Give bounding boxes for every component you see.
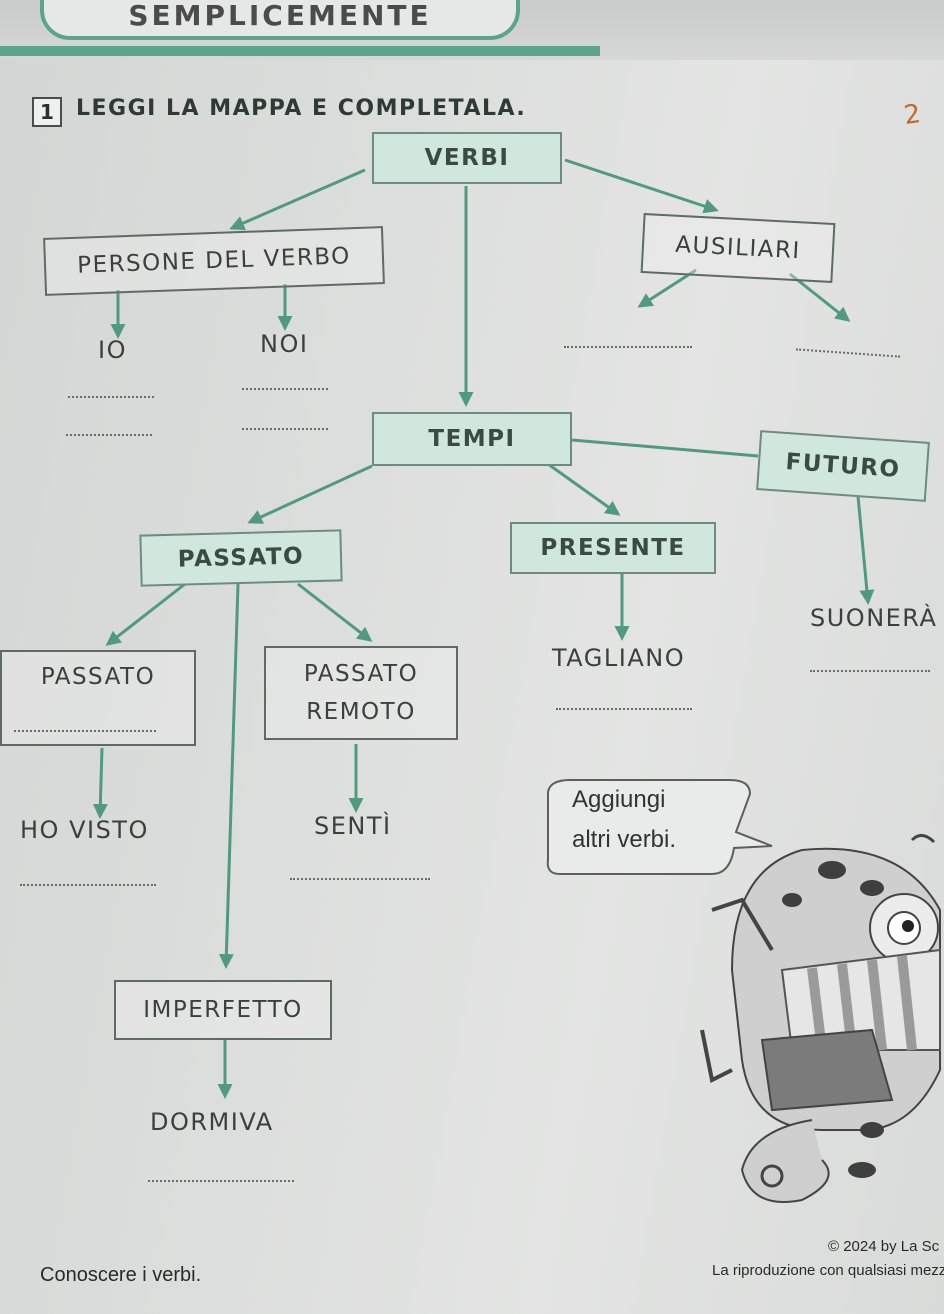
- arrow-futuro-suonera: [856, 495, 875, 605]
- blank-ho-visto: [20, 884, 156, 886]
- line-tempi-futuro: [571, 438, 759, 458]
- word-ho-visto: HO VISTO: [20, 816, 149, 844]
- blank-presente: [556, 708, 692, 710]
- arrow-ausiliari-right: [789, 272, 851, 322]
- footer-rights: La riproduzione con qualsiasi mezz: [712, 1262, 944, 1279]
- passato-remoto-label-2: REMOTO: [306, 699, 416, 725]
- box-passato: PASSATO: [139, 529, 343, 587]
- arrow-passato-remoto: [297, 582, 373, 642]
- bubble-line-1: Aggiungi: [572, 786, 666, 813]
- arrow-ausiliari-left: [637, 268, 697, 308]
- chameleon-illustration: [700, 834, 941, 1203]
- arrow-verbi-ausiliari: [564, 158, 719, 214]
- exercise-instruction: LEGGI LA MAPPA E COMPLETALA.: [76, 96, 527, 121]
- box-persone: PERSONE DEL VERBO: [43, 226, 385, 296]
- blank-noi-1: [242, 388, 328, 390]
- passato-remoto-label-1: PASSATO: [303, 661, 419, 687]
- arrow-passato-imperfetto: [218, 583, 240, 969]
- passato-prossimo-label: PASSATO: [40, 664, 156, 690]
- word-dormiva: DORMIVA: [150, 1108, 274, 1136]
- header-title: SEMPLICEMENTE: [40, 0, 520, 40]
- header-stripe: [0, 46, 600, 56]
- speech-bubble-shape: [546, 779, 773, 875]
- word-senti: SENTÌ: [314, 812, 392, 840]
- arrow-prossimo-hovisto: [92, 747, 108, 819]
- word-tagliano: TAGLIANO: [552, 644, 686, 672]
- arrow-tempi-passato: [247, 464, 373, 524]
- box-passato-remoto: PASSATO REMOTO: [264, 646, 458, 740]
- blank-io-2: [66, 434, 152, 436]
- arrow-tempi-presente: [547, 462, 621, 516]
- arrow-verbi-persone: [229, 168, 366, 231]
- box-presente: PRESENTE: [510, 522, 716, 574]
- blank-passato-prossimo: [14, 730, 156, 732]
- word-noi: NOI: [260, 330, 309, 358]
- word-io: IO: [98, 336, 127, 364]
- blank-noi-2: [242, 428, 328, 430]
- box-futuro: FUTURO: [756, 430, 930, 502]
- blank-dormiva: [148, 1180, 294, 1182]
- box-ausiliari: AUSILIARI: [640, 213, 836, 283]
- box-tempi: TEMPI: [372, 412, 572, 466]
- footer-topic: Conoscere i verbi.: [40, 1264, 202, 1286]
- box-verbi: VERBI: [372, 132, 562, 184]
- speech-bubble-text: Aggiungi altri verbi.: [548, 780, 728, 872]
- arrow-passato-prossimo: [105, 582, 186, 646]
- word-suonera: SUONERÀ: [810, 604, 938, 632]
- blank-io-1: [68, 396, 154, 398]
- blank-senti: [290, 878, 430, 880]
- box-imperfetto: IMPERFETTO: [114, 980, 332, 1040]
- bubble-line-2: altri verbi.: [572, 826, 677, 853]
- blank-ausiliare-1: [564, 346, 692, 348]
- blank-futuro: [810, 670, 930, 672]
- exercise-number: 1: [32, 97, 62, 127]
- footer-copyright: © 2024 by La Sc: [828, 1238, 940, 1255]
